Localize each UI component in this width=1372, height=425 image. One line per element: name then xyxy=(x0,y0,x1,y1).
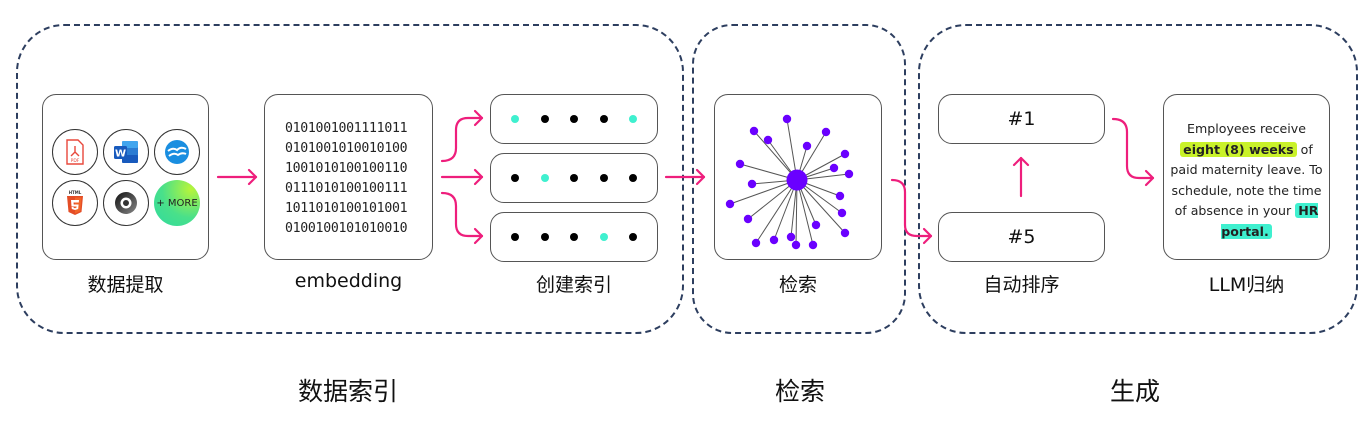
vector-dot-active xyxy=(599,233,608,241)
vector-dot xyxy=(629,174,637,182)
vector-dots xyxy=(511,213,637,261)
network-node xyxy=(747,179,757,189)
network-node xyxy=(749,126,759,136)
network-node xyxy=(835,191,845,201)
network-node xyxy=(743,214,753,224)
vector-dots xyxy=(511,154,637,202)
network-node xyxy=(802,141,812,151)
network-edge xyxy=(795,179,798,246)
vector-dot xyxy=(570,174,578,182)
network-node xyxy=(769,235,779,245)
json-icon xyxy=(103,180,149,226)
network-node xyxy=(786,232,796,242)
more-formats-badge: + MORE xyxy=(154,180,200,226)
svg-text:W: W xyxy=(115,149,126,160)
generated-answer: Employees receive eight (8) weeks of pai… xyxy=(1170,119,1323,242)
vector-dots xyxy=(511,95,637,143)
group-data-indexing xyxy=(16,24,684,334)
network-edge xyxy=(773,179,798,241)
binary-line: 0101001001111011 xyxy=(285,121,408,136)
network-node xyxy=(782,114,792,124)
vector-dot-active xyxy=(511,115,519,123)
vector-dot xyxy=(629,233,637,241)
svg-text:PDF: PDF xyxy=(71,158,80,164)
network-node xyxy=(840,149,850,159)
network-edge xyxy=(729,179,798,205)
step-label-extraction: 数据提取 xyxy=(87,274,164,296)
step-label-retrieval: 检索 xyxy=(778,274,817,296)
openoffice-icon xyxy=(154,129,200,175)
data-extraction-card: PDF W HTML xyxy=(42,94,209,260)
binary-line: 0100100101010010 xyxy=(285,221,408,236)
network-node xyxy=(840,228,850,238)
network-node xyxy=(808,240,818,250)
vector-dot xyxy=(540,115,549,123)
network-edge xyxy=(796,179,846,234)
vector-dot xyxy=(599,174,608,182)
word-icon: W xyxy=(103,129,149,175)
vector-dot-active xyxy=(540,174,549,182)
network-edge xyxy=(753,130,798,181)
index-row-1 xyxy=(490,94,658,144)
vector-dot xyxy=(540,233,549,241)
section-title-indexing: 数据索引 xyxy=(297,377,398,406)
section-title-generation: 生成 xyxy=(1109,377,1160,406)
svg-text:HTML: HTML xyxy=(69,190,82,195)
answer-text-mid: of paid maternity leave. To schedule, no… xyxy=(1170,141,1323,219)
step-label-ranking: 自动排序 xyxy=(983,274,1060,296)
network-node xyxy=(811,220,821,230)
binary-line: 1001010100100110 xyxy=(285,161,408,176)
html5-icon: HTML xyxy=(52,180,98,226)
network-node xyxy=(751,238,761,248)
binary-line: 0101001010010100 xyxy=(285,141,408,156)
section-title-retrieval: 检索 xyxy=(774,377,825,406)
step-label-embedding: embedding xyxy=(294,270,403,292)
network-node xyxy=(829,163,839,173)
pdf-icon: PDF xyxy=(52,129,98,175)
vector-dot xyxy=(511,174,519,182)
retrieval-network-graph xyxy=(725,114,854,250)
step-label-generation: LLM归纳 xyxy=(1208,274,1285,296)
index-row-2 xyxy=(490,153,658,203)
network-node xyxy=(763,135,773,145)
binary-line: 1011010100101001 xyxy=(285,201,408,216)
vector-dot xyxy=(570,115,578,123)
network-node xyxy=(837,208,847,218)
rank-top-label: #1 xyxy=(1007,108,1036,130)
network-edge xyxy=(796,179,814,246)
rank-top-card: #1 xyxy=(938,94,1105,144)
vector-dot xyxy=(599,115,608,123)
answer-highlight-weeks: eight (8) weeks xyxy=(1180,141,1297,157)
step-label-indexing: 创建索引 xyxy=(535,274,612,296)
network-node xyxy=(821,127,831,137)
binary-line: 0111010100100111 xyxy=(285,181,408,196)
network-node xyxy=(791,240,801,250)
vector-dot xyxy=(570,233,578,241)
network-hub xyxy=(786,169,808,191)
network-node xyxy=(844,169,854,179)
vector-dot-active xyxy=(629,115,637,123)
embedding-card: 0101001001111011 0101001010010100 100101… xyxy=(264,94,433,260)
index-row-3 xyxy=(490,212,658,262)
rank-bottom-card: #5 xyxy=(938,212,1105,262)
answer-text-start: Employees receive xyxy=(1187,121,1306,136)
vector-dot xyxy=(511,233,519,241)
network-edge xyxy=(755,179,798,244)
binary-block: 0101001001111011 0101001010010100 100101… xyxy=(285,119,408,239)
network-node xyxy=(735,159,745,169)
more-label: + MORE xyxy=(156,197,198,209)
generation-card: Employees receive eight (8) weeks of pai… xyxy=(1163,94,1330,260)
rank-bottom-label: #5 xyxy=(1007,226,1036,248)
retrieval-card xyxy=(714,94,882,260)
network-node xyxy=(725,199,735,209)
